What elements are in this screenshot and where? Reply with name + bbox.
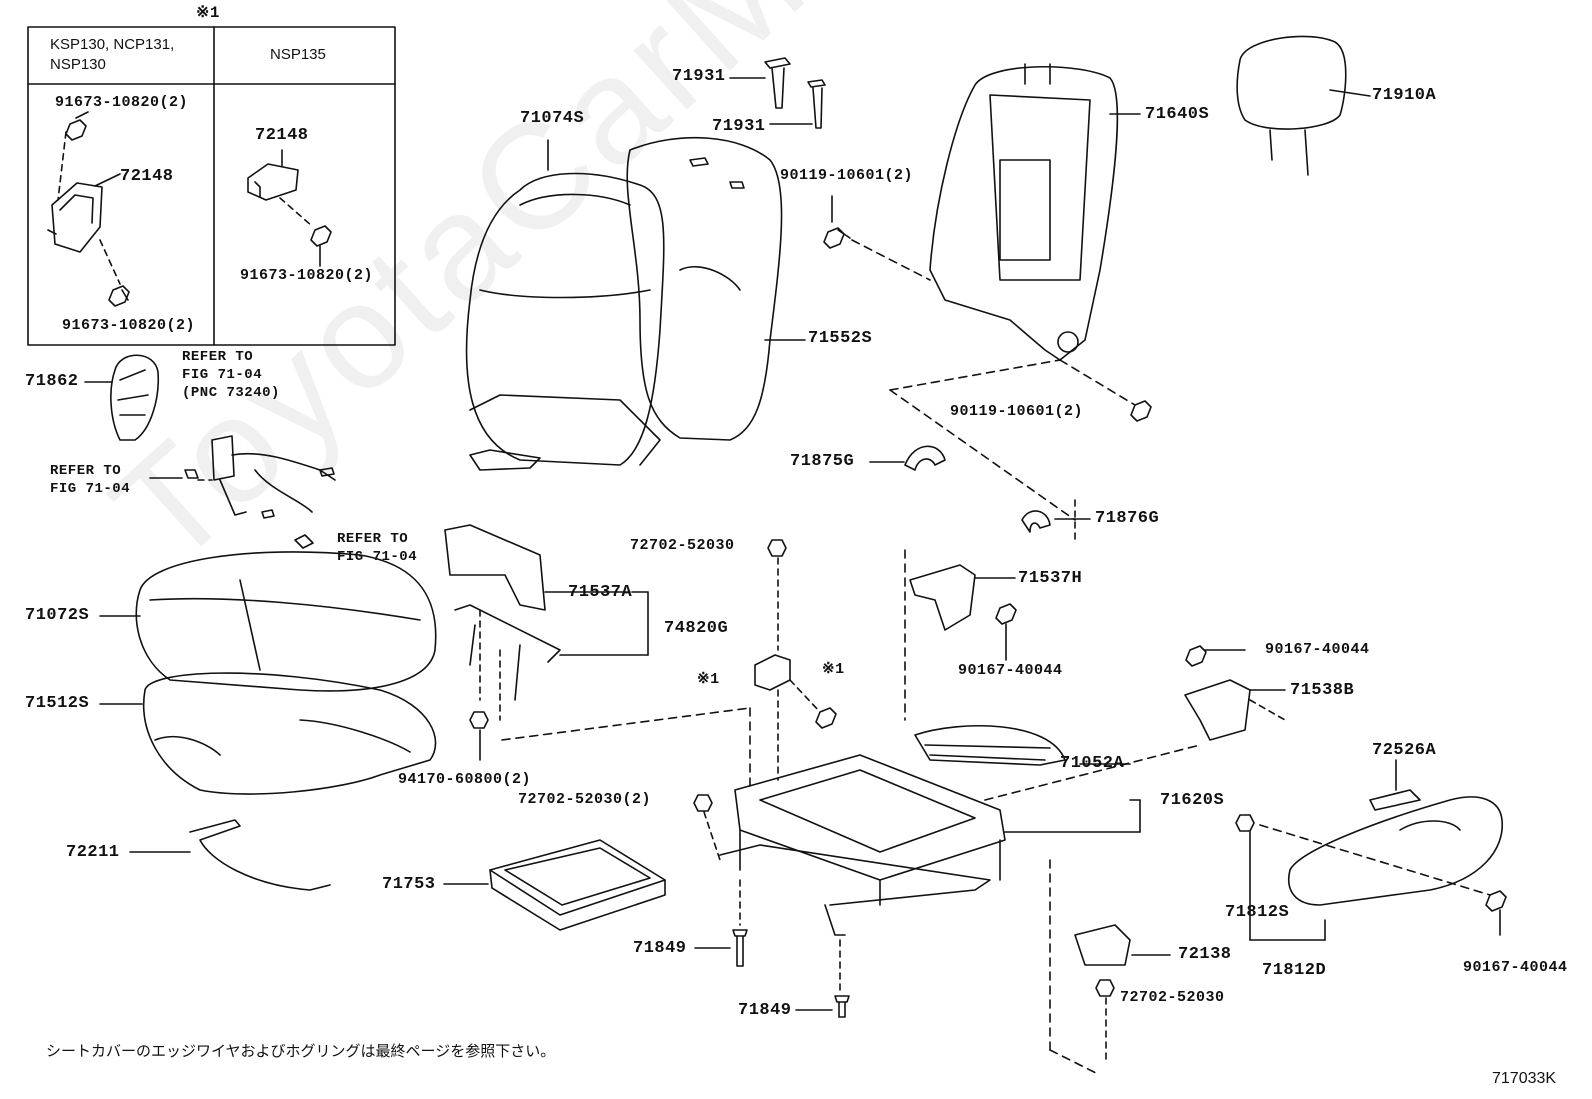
bolt-90119-lower xyxy=(889,359,1152,521)
part-label-71537A: 71537A xyxy=(568,583,633,602)
mark-1-right: ※1 xyxy=(822,661,845,678)
headrest-71910A xyxy=(1236,35,1371,176)
part-label-71849-left: 71849 xyxy=(633,939,687,958)
part-label-71812D: 71812D xyxy=(1262,961,1327,980)
part-label-90167-center: 90167-40044 xyxy=(958,662,1063,679)
seatback-cover-71074S xyxy=(465,139,665,471)
part-label-71640S: 71640S xyxy=(1145,105,1210,124)
seat-cushion-cover-71072S xyxy=(99,551,437,692)
part-label-71931-upper: 71931 xyxy=(672,67,726,86)
seatbelt-buckle xyxy=(149,435,336,549)
part-label-71875G: 71875G xyxy=(790,452,855,471)
refer-note-fig-71-04-left: REFER TO FIG 71-04 xyxy=(50,463,131,497)
part-label-71849-bottom: 71849 xyxy=(738,1001,792,1020)
inset-col1-header: KSP130, NCP131, NSP130 xyxy=(50,36,175,73)
part-label-71052A: 71052A xyxy=(1060,754,1125,773)
inset-col1-part-top: 91673-10820(2) xyxy=(55,94,189,111)
part-label-71812S: 71812S xyxy=(1225,903,1290,922)
clip-94170 xyxy=(469,711,489,761)
pins-71931 xyxy=(729,57,826,129)
part-label-71537H: 71537H xyxy=(1018,569,1083,588)
part-label-72211: 72211 xyxy=(66,843,120,862)
mark-1-left: ※1 xyxy=(697,671,720,688)
tray-71753 xyxy=(443,839,666,931)
part-label-71876G: 71876G xyxy=(1095,509,1160,528)
inset-col2-part-bolt: 91673-10820(2) xyxy=(240,267,374,284)
part-label-71620S: 71620S xyxy=(1160,791,1225,810)
figure-id: 717033K xyxy=(1492,1070,1557,1087)
part-label-72526A: 72526A xyxy=(1372,741,1437,760)
inset-col2-parts xyxy=(247,149,332,267)
inset-table xyxy=(27,26,396,346)
bracket-71537H xyxy=(909,564,1017,661)
part-label-90167-right: 90167-40044 xyxy=(1265,641,1370,658)
part-label-90119-lower: 90119-10601(2) xyxy=(950,403,1084,420)
wire-72211 xyxy=(129,819,331,891)
part-label-94170: 94170-60800(2) xyxy=(398,771,532,788)
part-label-71538B: 71538B xyxy=(1290,681,1355,700)
caps-71875G-71876G xyxy=(869,445,1091,541)
bracket-71538B xyxy=(1184,645,1286,741)
part-label-71931-lower: 71931 xyxy=(712,117,766,136)
part-label-90119-upper: 90119-10601(2) xyxy=(780,167,914,184)
inset-col2-part-bracket: 72148 xyxy=(255,126,309,145)
bracket-71537A-74820G xyxy=(444,524,649,721)
bolt-90119-upper xyxy=(823,195,931,281)
part-label-74820G: 74820G xyxy=(664,619,729,638)
inset-col2-header: NSP135 xyxy=(270,46,326,63)
cover-72138 xyxy=(1074,924,1171,966)
part-label-72702-upper: 72702-52030 xyxy=(630,537,735,554)
part-label-71910A: 71910A xyxy=(1372,86,1437,105)
seatback-frame-71640S xyxy=(929,63,1141,361)
part-label-71552S: 71552S xyxy=(808,329,873,348)
part-label-71512S: 71512S xyxy=(25,694,90,713)
seat-cushion-pad-71512S xyxy=(99,672,437,795)
seatback-pad-71552S xyxy=(626,136,806,441)
pins-71849 xyxy=(694,879,850,1018)
part-label-72702-center: 72702-52030(2) xyxy=(518,791,652,808)
refer-note-fig-71-04-pnc: REFER TO FIG 71-04 (PNC 73240) xyxy=(182,349,280,401)
footer-note: シートカバーのエッジワイヤおよびホグリングは最終ページを参照下さい。 xyxy=(46,1042,556,1060)
inset-col1-part-bracket: 72148 xyxy=(120,167,174,186)
inset-mark: ※1 xyxy=(196,4,221,22)
refer-note-fig-71-04-center: REFER TO FIG 71-04 xyxy=(337,531,418,565)
bolts-72702 xyxy=(693,539,1115,1061)
part-label-71072S: 71072S xyxy=(25,606,90,625)
side-shield-71812S xyxy=(1235,759,1507,941)
part-label-90167-bottom: 90167-40044 xyxy=(1463,959,1568,976)
seat-adjuster-71620S xyxy=(719,549,1201,1076)
part-label-72702-bottom: 72702-52030 xyxy=(1120,989,1225,1006)
cover-71862 xyxy=(84,354,160,441)
part-label-71074S: 71074S xyxy=(520,109,585,128)
inset-col1-parts xyxy=(47,111,130,307)
bracket-mark1-center xyxy=(501,654,837,791)
part-label-72138: 72138 xyxy=(1178,945,1232,964)
part-label-71862: 71862 xyxy=(25,372,79,391)
inset-col1-part-bottom: 91673-10820(2) xyxy=(62,317,196,334)
part-label-71753: 71753 xyxy=(382,875,436,894)
